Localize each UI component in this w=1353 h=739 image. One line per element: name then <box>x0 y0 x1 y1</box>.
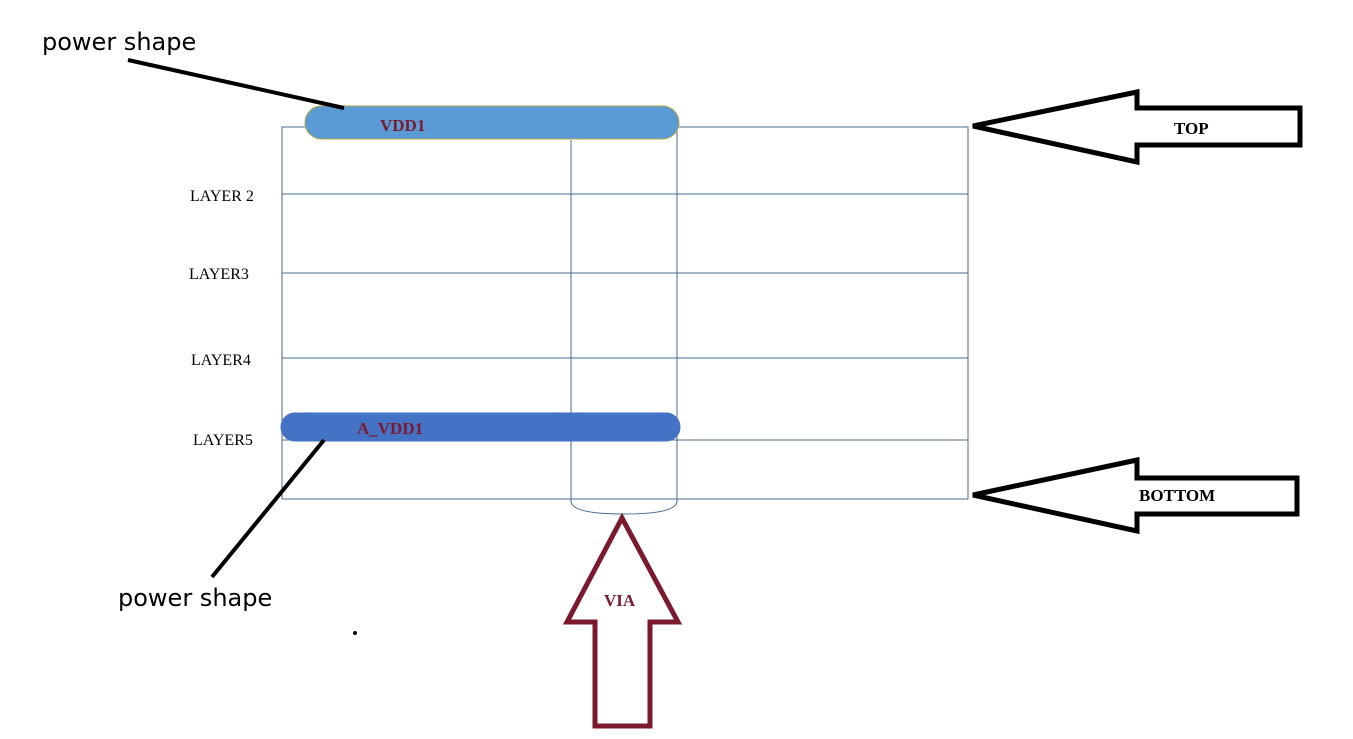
layer5-label: LAYER5 <box>193 432 253 449</box>
top-power-shape-callout: power shape <box>42 28 196 56</box>
vdd1-label: VDD1 <box>380 116 425 135</box>
a-vdd1-power-shape <box>280 412 681 442</box>
bottom-arrow-label: BOTTOM <box>1139 486 1215 505</box>
bottom-power-shape-callout: power shape <box>118 584 272 612</box>
layer4-label: LAYER4 <box>191 352 251 369</box>
layer3-label: LAYER3 <box>189 266 249 283</box>
bottom-arrow <box>972 456 1300 535</box>
a-vdd1-label: A_VDD1 <box>357 419 423 438</box>
vdd1-power-shape <box>304 105 680 140</box>
top-arrow-label: TOP <box>1174 119 1209 138</box>
top-callout-leader-line <box>127 58 345 110</box>
stray-dot <box>353 631 357 635</box>
bottom-callout-leader-line <box>210 438 326 579</box>
top-arrow <box>972 88 1303 166</box>
via-arrow <box>562 512 683 729</box>
via-cylinder <box>570 124 678 515</box>
via-arrow-label: VIA <box>604 591 636 610</box>
layer2-label: LAYER 2 <box>190 188 254 205</box>
layer-stack-frame <box>281 126 969 500</box>
